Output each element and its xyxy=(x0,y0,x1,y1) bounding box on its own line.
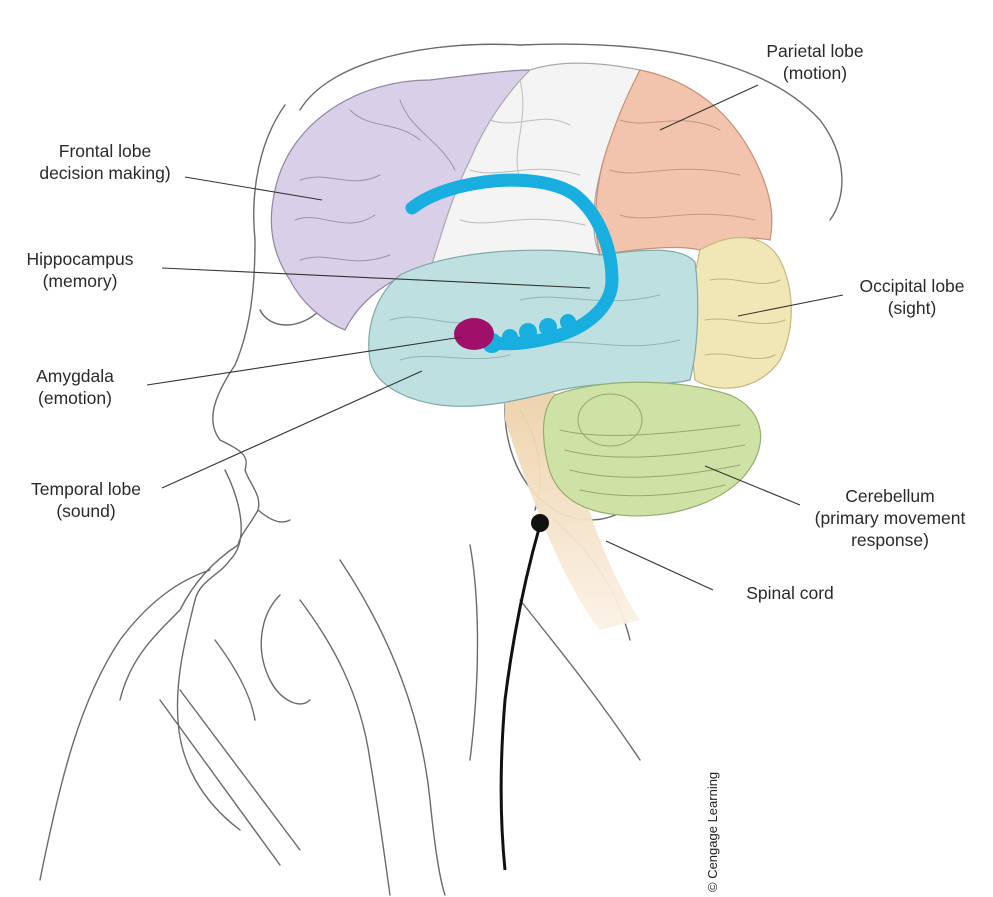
hippocampus-label: Hippocampus (memory) xyxy=(0,248,160,292)
copyright-credit: © Cengage Learning xyxy=(705,772,720,892)
parietal-lobe-label: Parietal lobe (motion) xyxy=(735,40,895,84)
cerebellum-label: Cerebellum (primary movement response) xyxy=(795,485,985,551)
frontal-lobe-label: Frontal lobe decision making) xyxy=(15,140,195,184)
spinal-cord-label: Spinal cord xyxy=(715,582,865,604)
temporal-lobe-label: Temporal lobe (sound) xyxy=(0,478,172,522)
amygdala-label: Amygdala (emotion) xyxy=(0,365,150,409)
occipital-lobe-label: Occipital lobe (sight) xyxy=(832,275,992,319)
